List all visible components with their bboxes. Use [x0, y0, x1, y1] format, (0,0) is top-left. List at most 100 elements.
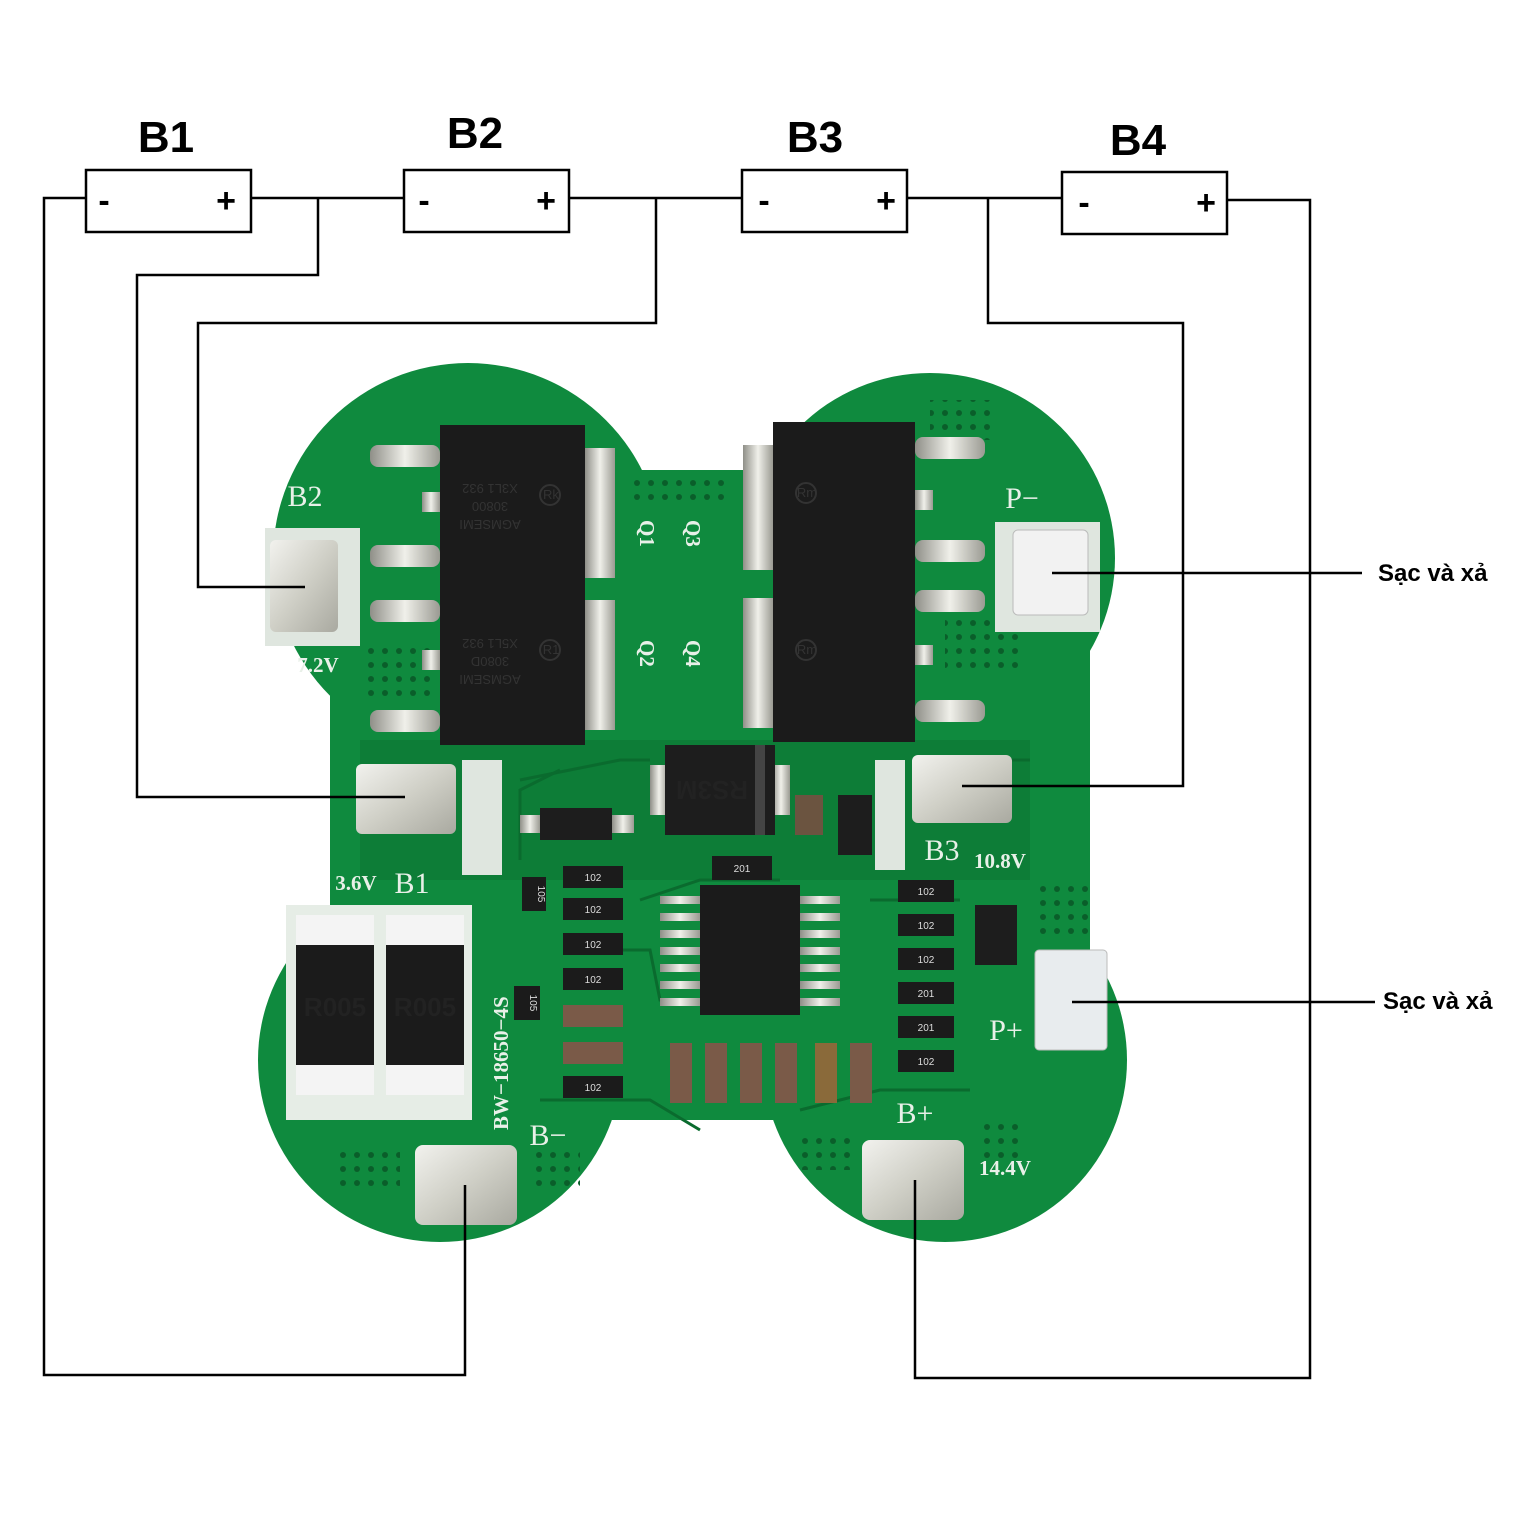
pad-p-minus: P− [995, 482, 1100, 632]
mosfet-q2-marking-2: 3080D [471, 654, 509, 669]
diode-marking: RS3M [676, 775, 748, 805]
cell-b4-title: B4 [1110, 116, 1167, 165]
mosfet-q3: Rm [743, 422, 985, 582]
smd-resistor: 102 [898, 880, 954, 902]
smd-resistor: 102 [563, 866, 623, 888]
cell-b1-title: B1 [138, 113, 194, 162]
wiring [42, 196, 1375, 1380]
wire-b3-tap [962, 198, 1185, 788]
cell-b4-negative: - [1078, 184, 1089, 222]
svg-text:102: 102 [918, 921, 935, 932]
mosfet-refdes: Q1 Q3 Q2 Q4 [635, 520, 705, 667]
svg-text:201: 201 [918, 1023, 935, 1034]
mosfet-q1-marking-2: 30800 [472, 499, 508, 514]
callouts: Sạc và xả Sạc và xả [1378, 560, 1493, 1015]
mosfet-q2-logo: R1 [543, 642, 560, 657]
cell-b1: B1 - + [84, 113, 253, 234]
battery-cells: B1 - + B2 - + B3 - + B4 - + [84, 109, 1229, 236]
svg-text:201: 201 [734, 864, 751, 875]
cell-b2-positive: + [536, 182, 556, 220]
pad-b3-label: B3 [924, 834, 959, 867]
smd-resistor: 102 [563, 898, 623, 920]
smd-resistor: 102 [898, 914, 954, 936]
capacitor-row [670, 1043, 872, 1103]
smd-capacitor [563, 1042, 623, 1064]
board-model: BW−18650−4S [489, 996, 513, 1130]
callout-p-minus: Sạc và xả [1378, 560, 1488, 587]
resistor-array-right: 102 102 102 201 201 102 201 [712, 856, 954, 1072]
pad-b-plus-label: B+ [897, 1097, 934, 1130]
smd-resistor: 102 [563, 933, 623, 955]
mosfet-q1-logo: Rk [543, 487, 559, 502]
cell-b1-positive: + [216, 182, 236, 220]
small-transistors [520, 795, 1017, 965]
wire-b1-tap [135, 198, 405, 799]
cell-b1-box [84, 168, 253, 234]
mosfet-q2-marking-1: AGMSEMI [459, 672, 520, 687]
svg-text:102: 102 [585, 975, 602, 986]
svg-text:102: 102 [585, 940, 602, 951]
pcb-vias [340, 400, 1090, 1190]
pad-b-plus: B+ 14.4V [862, 1097, 1031, 1220]
cell-b4: B4 - + [1060, 116, 1229, 236]
smd-resistor: 102 [898, 948, 954, 970]
refdes-q2: Q2 [635, 640, 659, 667]
pad-b2-label: B2 [287, 480, 322, 513]
pad-b-plus-voltage: 14.4V [979, 1156, 1031, 1180]
svg-text:105: 105 [527, 995, 538, 1012]
pad-b1-label: B1 [394, 867, 429, 900]
svg-text:105: 105 [535, 886, 546, 903]
pad-b3-voltage: 10.8V [974, 849, 1026, 873]
svg-text:102: 102 [585, 1083, 602, 1094]
cell-b2-box [402, 168, 571, 234]
mosfet-q1-marking-1: AGMSEMI [459, 517, 520, 532]
resistor-array-left: 105 102 102 102 102 105 102 [514, 866, 623, 1098]
wire-b4-pos-to-b-plus [913, 198, 1312, 1380]
pad-p-minus-label: P− [1005, 482, 1039, 515]
wire-b1-neg-to-b-minus [42, 196, 467, 1377]
cell-b4-box [1060, 170, 1229, 236]
shunt-1-marking: R005 [304, 992, 366, 1022]
svg-text:102: 102 [918, 1057, 935, 1068]
mosfet-q2-marking-3: X5L1 932 [462, 636, 518, 651]
smd-resistor: 102 [563, 968, 623, 990]
shunt-2-marking: R005 [394, 992, 456, 1022]
smd-resistor: 102 [898, 1050, 954, 1072]
mosfet-q1: Rk AGMSEMI 30800 X3L1 932 [370, 425, 615, 585]
mosfet-q1-marking-3: X3L1 932 [462, 481, 518, 496]
cell-b3-box [740, 168, 909, 234]
svg-text:102: 102 [918, 955, 935, 966]
mosfet-q3-logo: Rm [797, 485, 817, 500]
cell-b3-positive: + [876, 182, 896, 220]
svg-text:201: 201 [918, 989, 935, 1000]
smd-resistor: 201 [712, 856, 772, 880]
cell-b4-positive: + [1196, 184, 1216, 222]
smd-resistor: 105 [522, 877, 546, 911]
smd-resistor: 102 [563, 1076, 623, 1098]
cell-b3: B3 - + [740, 113, 909, 234]
cell-b2-title: B2 [447, 109, 503, 158]
pad-b3: B3 10.8V [875, 755, 1026, 873]
mosfet-q2: R1 AGMSEMI 3080D X5L1 932 [370, 585, 615, 745]
mosfet-q4-logo: Rm [797, 642, 817, 657]
pad-p-plus-label: P+ [989, 1014, 1023, 1047]
diode-rs3m: RS3M [650, 745, 790, 835]
protection-ic [660, 885, 840, 1015]
svg-text:102: 102 [585, 873, 602, 884]
bms-board: Rk AGMSEMI 30800 X3L1 932 R1 AGMSEMI 308… [258, 363, 1127, 1242]
callout-p-plus: Sạc và xả [1383, 988, 1493, 1015]
smd-capacitor [563, 1005, 623, 1027]
refdes-q3: Q3 [681, 520, 705, 547]
cell-b2-negative: - [418, 182, 429, 220]
cell-b2: B2 - + [402, 109, 571, 234]
pad-b-minus-label: B− [530, 1119, 567, 1152]
pad-p-plus: P+ [989, 949, 1108, 1051]
refdes-q1: Q1 [635, 520, 659, 547]
pad-b1: B1 3.6V [335, 760, 502, 900]
cell-b3-negative: - [758, 182, 769, 220]
refdes-q4: Q4 [681, 640, 705, 667]
smd-resistor: 201 [898, 1016, 954, 1038]
cell-b1-negative: - [98, 182, 109, 220]
smd-resistor: 105 [514, 986, 540, 1020]
mosfet-q4: Rm [743, 582, 985, 742]
